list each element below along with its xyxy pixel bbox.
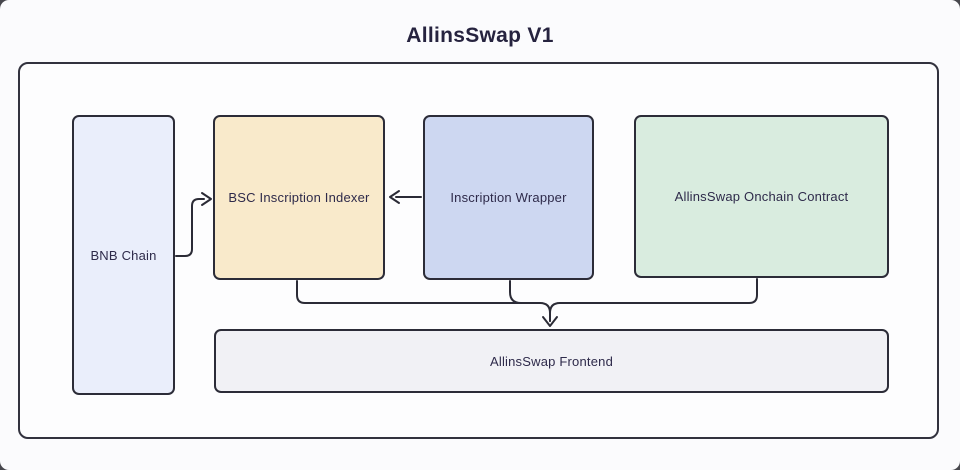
- node-allinsswap-frontend-label: AllinsSwap Frontend: [489, 353, 614, 369]
- node-bnb-chain-label: BNB Chain: [90, 247, 157, 263]
- node-inscription-wrapper-label: Inscription Wrapper: [450, 190, 567, 205]
- node-allinsswap-onchain-contract: AllinsSwap Onchain Contract: [634, 115, 889, 278]
- diagram-title: AllinsSwap V1: [406, 24, 554, 47]
- node-allinsswap-frontend: AllinsSwap Frontend: [214, 329, 889, 393]
- node-bsc-inscription-indexer: BSC Inscription Indexer: [213, 115, 385, 280]
- node-inscription-wrapper: Inscription Wrapper: [423, 115, 594, 280]
- node-bsc-inscription-indexer-label: BSC Inscription Indexer: [228, 190, 370, 205]
- node-allinsswap-onchain-contract-label: AllinsSwap Onchain Contract: [674, 189, 849, 204]
- node-bnb-chain: BNB Chain: [72, 115, 175, 395]
